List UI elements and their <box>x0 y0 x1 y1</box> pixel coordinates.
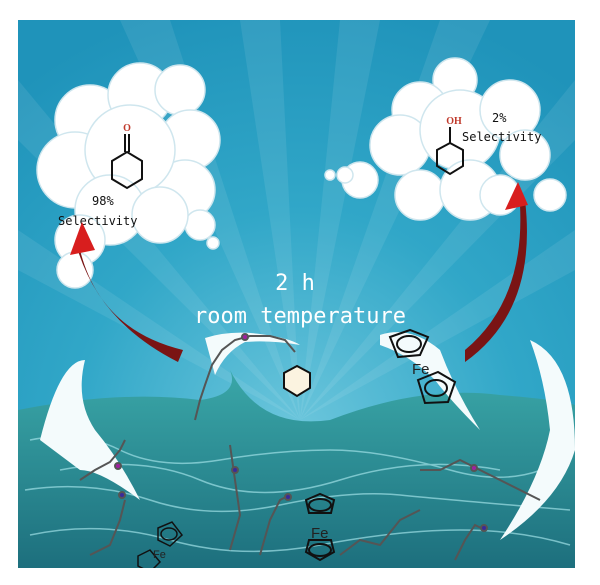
ferrocene-center <box>304 492 336 562</box>
oxygen-atom-label: O <box>123 123 131 134</box>
ferrocene-center-fe-label: Fe <box>311 525 329 542</box>
hydroxyl-label: OH <box>446 116 462 127</box>
right-curved-arrow <box>465 182 528 362</box>
right-selectivity-percent: 2% <box>492 111 507 125</box>
sea-waves <box>18 370 575 568</box>
wave-highlights <box>24 435 571 553</box>
ionic-liquid-chains <box>79 333 541 561</box>
left-cloud <box>36 62 221 289</box>
cyclohexanone-structure <box>111 134 143 190</box>
cyclohexanol-structure <box>436 127 464 176</box>
ferrocene-right <box>388 328 457 405</box>
ferrocene-right-fe-label: Fe <box>412 361 430 378</box>
reaction-temperature: room temperature <box>194 304 406 329</box>
left-curved-arrow <box>70 222 183 362</box>
reaction-time: 2 h <box>275 271 315 296</box>
left-selectivity-percent: 98% <box>92 194 114 208</box>
left-selectivity-label: Selectivity <box>58 214 137 228</box>
right-selectivity-label: Selectivity <box>462 130 541 144</box>
ferrocene-left-fe-label: Fe <box>153 549 166 561</box>
right-cloud <box>324 57 567 221</box>
benzene-molecule <box>283 364 311 398</box>
ferrocene-left <box>137 521 184 568</box>
